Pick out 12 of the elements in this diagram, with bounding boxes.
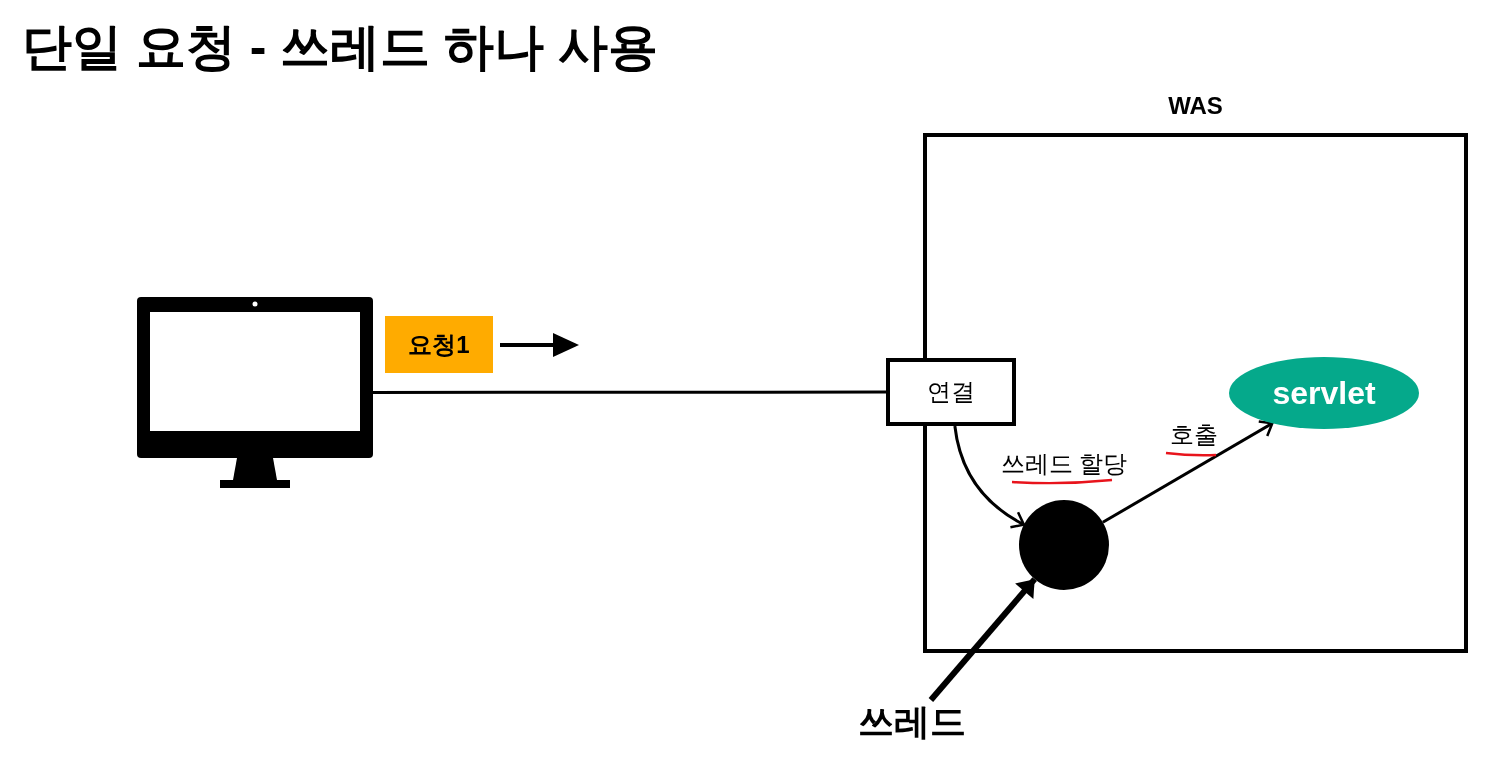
thread-label: 쓰레드: [850, 700, 974, 744]
box-heading: WAS: [1167, 92, 1224, 120]
arrow: [928, 577, 1037, 702]
edge-label: 호출: [1169, 420, 1219, 450]
connector-line: [373, 390, 886, 394]
servlet-ellipse: servlet: [1229, 357, 1419, 429]
arrow: [1102, 420, 1274, 524]
process-box: 연결: [886, 358, 1016, 426]
edge-label: 쓰레드 할당: [999, 449, 1129, 479]
arrow: [953, 425, 1026, 528]
title: 단일 요청 - 쓰레드 하나 사용: [22, 18, 659, 77]
request-tag: 요청1: [385, 316, 493, 373]
